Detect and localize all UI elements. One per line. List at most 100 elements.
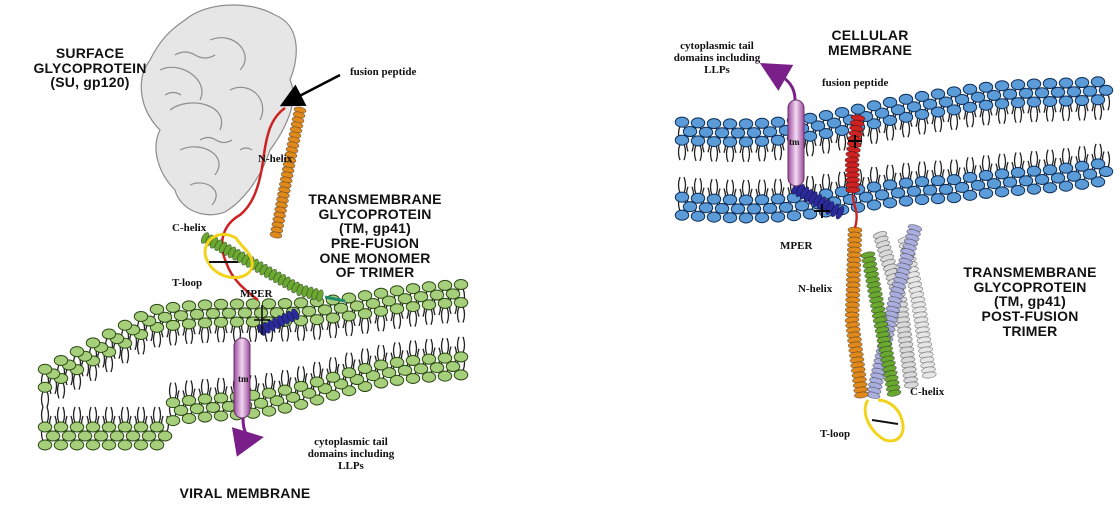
tm-post-line-2: GLYCOPROTEIN xyxy=(955,280,1105,295)
viral-lipid-head xyxy=(390,357,403,367)
cellular-lipid-head xyxy=(707,119,720,129)
viral-lipid-head xyxy=(278,298,291,308)
viral-lipid-head xyxy=(150,422,163,432)
viral-lipid-head xyxy=(454,352,467,362)
viral-lipid-head xyxy=(78,431,91,441)
gp120-structure xyxy=(141,5,296,215)
cyto-left-line-3: LLPs xyxy=(286,460,416,472)
viral-lipid-head xyxy=(374,360,387,370)
cellular-lipid-head xyxy=(1043,78,1056,88)
tm-post-line-4: POST-FUSION xyxy=(955,309,1105,324)
viral-membrane xyxy=(38,280,470,450)
viral-lipid-head xyxy=(374,288,387,298)
cellular-lipid-head xyxy=(723,137,736,147)
c-helix-label-left: C-helix xyxy=(172,222,206,234)
viral-lipid-head xyxy=(110,431,123,441)
cellular-lipid-head xyxy=(819,111,832,121)
cellular-lipid-head xyxy=(851,104,864,114)
cytoplasmic-tail-label-left: cytoplasmic tail domains including LLPs xyxy=(286,436,416,472)
surface-glycoprotein-label: SURFACE GLYCOPROTEIN (SU, gp120) xyxy=(10,46,170,90)
cellular-lipid-head xyxy=(947,175,960,185)
cellular-lipid-head xyxy=(1011,80,1024,90)
cellular-lipid-head xyxy=(803,113,816,123)
viral-lipid-head xyxy=(358,291,371,301)
mper-label-right: MPER xyxy=(780,240,812,252)
tm-pre-line-5: ONE MONOMER xyxy=(300,251,450,266)
cellular-lipid-head xyxy=(1027,79,1040,89)
viral-lipid-head xyxy=(198,300,211,310)
viral-lipid-head xyxy=(238,308,251,318)
cellular-lipid-head xyxy=(723,195,736,205)
tm-pre-line-6: OF TRIMER xyxy=(300,265,450,280)
cellular-lipid-head xyxy=(723,213,736,223)
viral-lipid-head xyxy=(118,440,131,450)
cellular-lipid-head xyxy=(1059,163,1072,173)
viral-lipid-head xyxy=(86,440,99,450)
viral-lipid-head xyxy=(198,394,211,404)
cellular-lipid-head xyxy=(731,204,744,214)
cellular-lipid-head xyxy=(691,211,704,221)
viral-lipid-head xyxy=(70,422,83,432)
viral-lipid-head xyxy=(54,355,67,365)
tm-pre-line-3: (TM, gp41) xyxy=(300,221,450,236)
cellular-lipid-head xyxy=(691,193,704,203)
cellular-lipid-head xyxy=(715,203,728,213)
n-helix-label-right: N-helix xyxy=(798,283,832,295)
viral-lipid-head xyxy=(70,440,83,450)
cellular-lipid-head xyxy=(747,128,760,138)
viral-lipid-head xyxy=(214,393,227,403)
cellular-lipid-head xyxy=(939,184,952,194)
viral-lipid-head xyxy=(46,431,59,441)
c-helix-label-right: C-helix xyxy=(910,386,944,398)
cellular-lipid-head xyxy=(707,212,720,222)
cellular-lipid-head xyxy=(1091,95,1104,105)
viral-lipid-head xyxy=(262,388,275,398)
viral-lipid-head xyxy=(166,398,179,408)
viral-lipid-head xyxy=(294,298,307,308)
cellular-lipid-head xyxy=(675,117,688,127)
cellular-lipid-head xyxy=(755,136,768,146)
cellular-lipid-head xyxy=(995,81,1008,91)
viral-lipid-head xyxy=(70,347,83,357)
viral-lipid-head xyxy=(134,311,147,321)
tm-label-left: tm xyxy=(238,375,249,385)
cellular-lipid-head xyxy=(675,135,688,145)
cellular-lipid-head xyxy=(691,118,704,128)
viral-membrane-label: VIRAL MEMBRANE xyxy=(160,486,330,501)
viral-lipid-head xyxy=(342,368,355,378)
viral-lipid-head xyxy=(134,422,147,432)
viral-lipid-head xyxy=(118,320,131,330)
cellular-lipid-head xyxy=(755,118,768,128)
viral-lipid-head xyxy=(214,317,227,327)
viral-lipid-head xyxy=(326,372,339,382)
viral-lipid-head xyxy=(214,299,227,309)
cellular-lipid-head xyxy=(1099,85,1112,95)
cellular-lipid-head xyxy=(739,195,752,205)
fusion-peptide-label-left: fusion peptide xyxy=(350,66,416,78)
viral-lipid-head xyxy=(302,306,315,316)
cellular-lipid-head xyxy=(1019,88,1032,98)
viral-lipid-head xyxy=(278,385,291,395)
cellular-lipid-head xyxy=(1027,166,1040,176)
viral-lipid-head xyxy=(86,422,99,432)
cellular-lipid-head xyxy=(675,210,688,220)
cellular-lipid-head xyxy=(835,107,848,117)
cellular-lipid-head xyxy=(1059,78,1072,88)
tm-pre-line-4: PRE-FUSION xyxy=(300,236,450,251)
cellular-lipid-head xyxy=(1011,167,1024,177)
cellular-lipid-head xyxy=(923,185,936,195)
cyto-right-line-1: cytoplasmic tail xyxy=(652,40,782,52)
viral-lipid-head xyxy=(246,299,259,309)
cellular-lipid-head xyxy=(1003,89,1016,99)
viral-lipid-head xyxy=(54,422,67,432)
cytoplasmic-tail-label-right: cytoplasmic tail domains including LLPs xyxy=(652,40,782,76)
cellular-lipid-head xyxy=(1067,87,1080,97)
cellular-lipid-head xyxy=(691,136,704,146)
viral-lipid-head xyxy=(142,431,155,441)
mper-label-left: MPER xyxy=(240,288,272,300)
fusion-peptide-segment xyxy=(846,187,860,193)
viral-lipid-head xyxy=(38,422,51,432)
cellular-lipid-head xyxy=(739,137,752,147)
cellular-lipid-head xyxy=(979,170,992,180)
cellular-lipid-head xyxy=(915,177,928,187)
